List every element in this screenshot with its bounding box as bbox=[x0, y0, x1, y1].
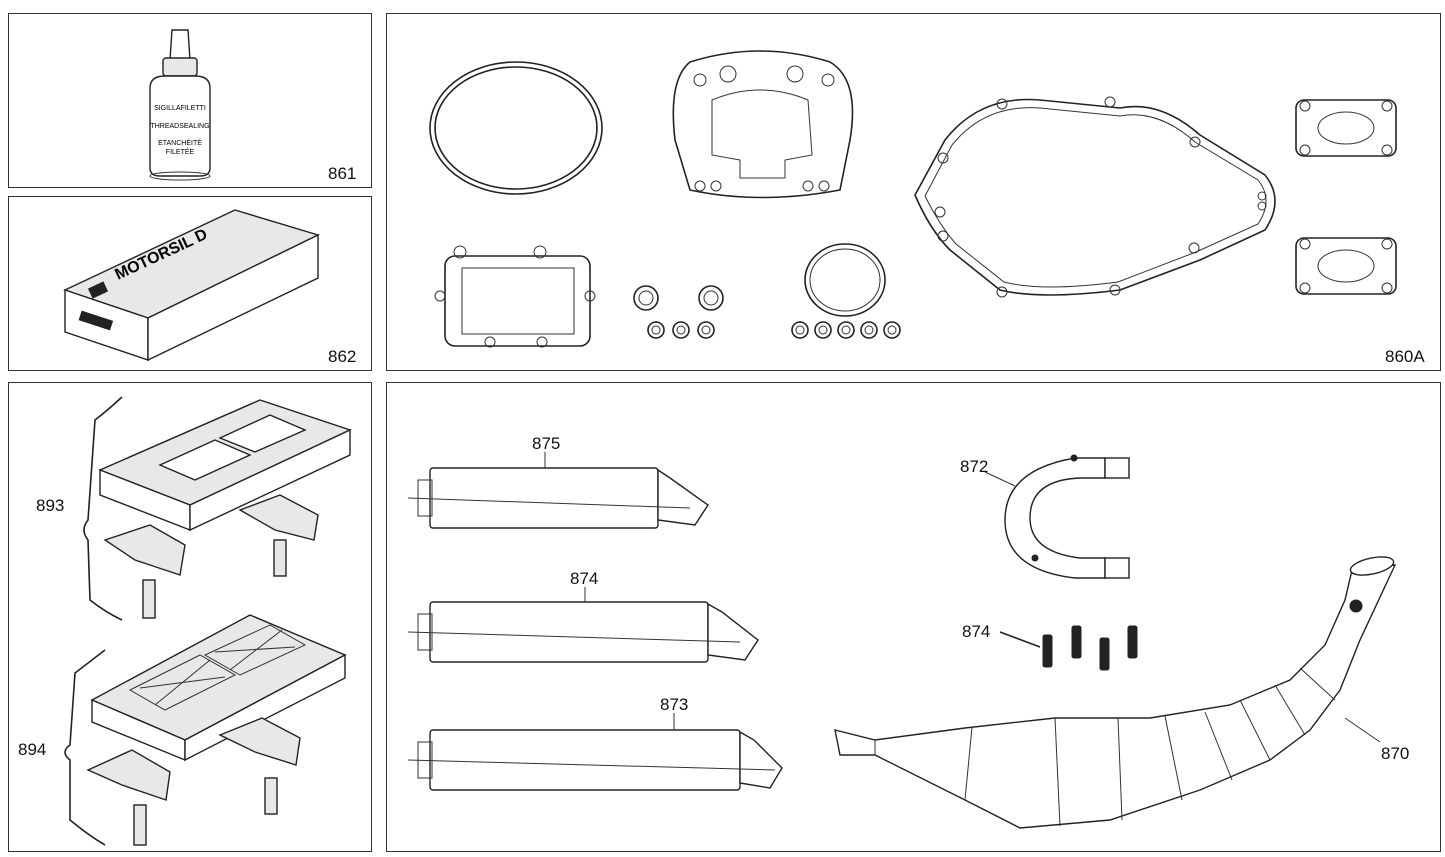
skid-plate-893 bbox=[83, 396, 352, 621]
label-873: 873 bbox=[660, 695, 689, 714]
label-872: 872 bbox=[960, 457, 989, 476]
threadsealer-bottle bbox=[149, 29, 211, 181]
motorsil-box bbox=[63, 209, 320, 362]
label-875: 875 bbox=[532, 434, 561, 453]
label-860a: 860A bbox=[1385, 347, 1425, 366]
label-894: 894 bbox=[18, 740, 47, 759]
label-874-springs: 874 bbox=[962, 622, 991, 641]
u-pipe-872 bbox=[984, 454, 1130, 579]
silencer-873 bbox=[407, 713, 783, 791]
bottle-text-4: FILETÉE bbox=[166, 147, 195, 156]
label-874-silencer: 874 bbox=[570, 569, 599, 588]
springs-874 bbox=[999, 625, 1138, 671]
label-861: 861 bbox=[328, 164, 357, 183]
silencer-875 bbox=[407, 452, 709, 529]
label-862: 862 bbox=[328, 347, 357, 366]
skid-plate-894 bbox=[64, 614, 347, 846]
silencer-874 bbox=[407, 587, 759, 663]
bottle-text-2: THREADSEALING bbox=[150, 123, 209, 130]
label-870: 870 bbox=[1381, 744, 1410, 763]
bottle-text-3: ETANCHÉITÉ bbox=[158, 138, 202, 147]
label-893: 893 bbox=[36, 496, 65, 515]
bottle-text-1: SIGILLAFILETTI bbox=[154, 105, 206, 112]
gasket-set bbox=[429, 50, 1397, 348]
expansion-chamber-870 bbox=[834, 556, 1397, 829]
